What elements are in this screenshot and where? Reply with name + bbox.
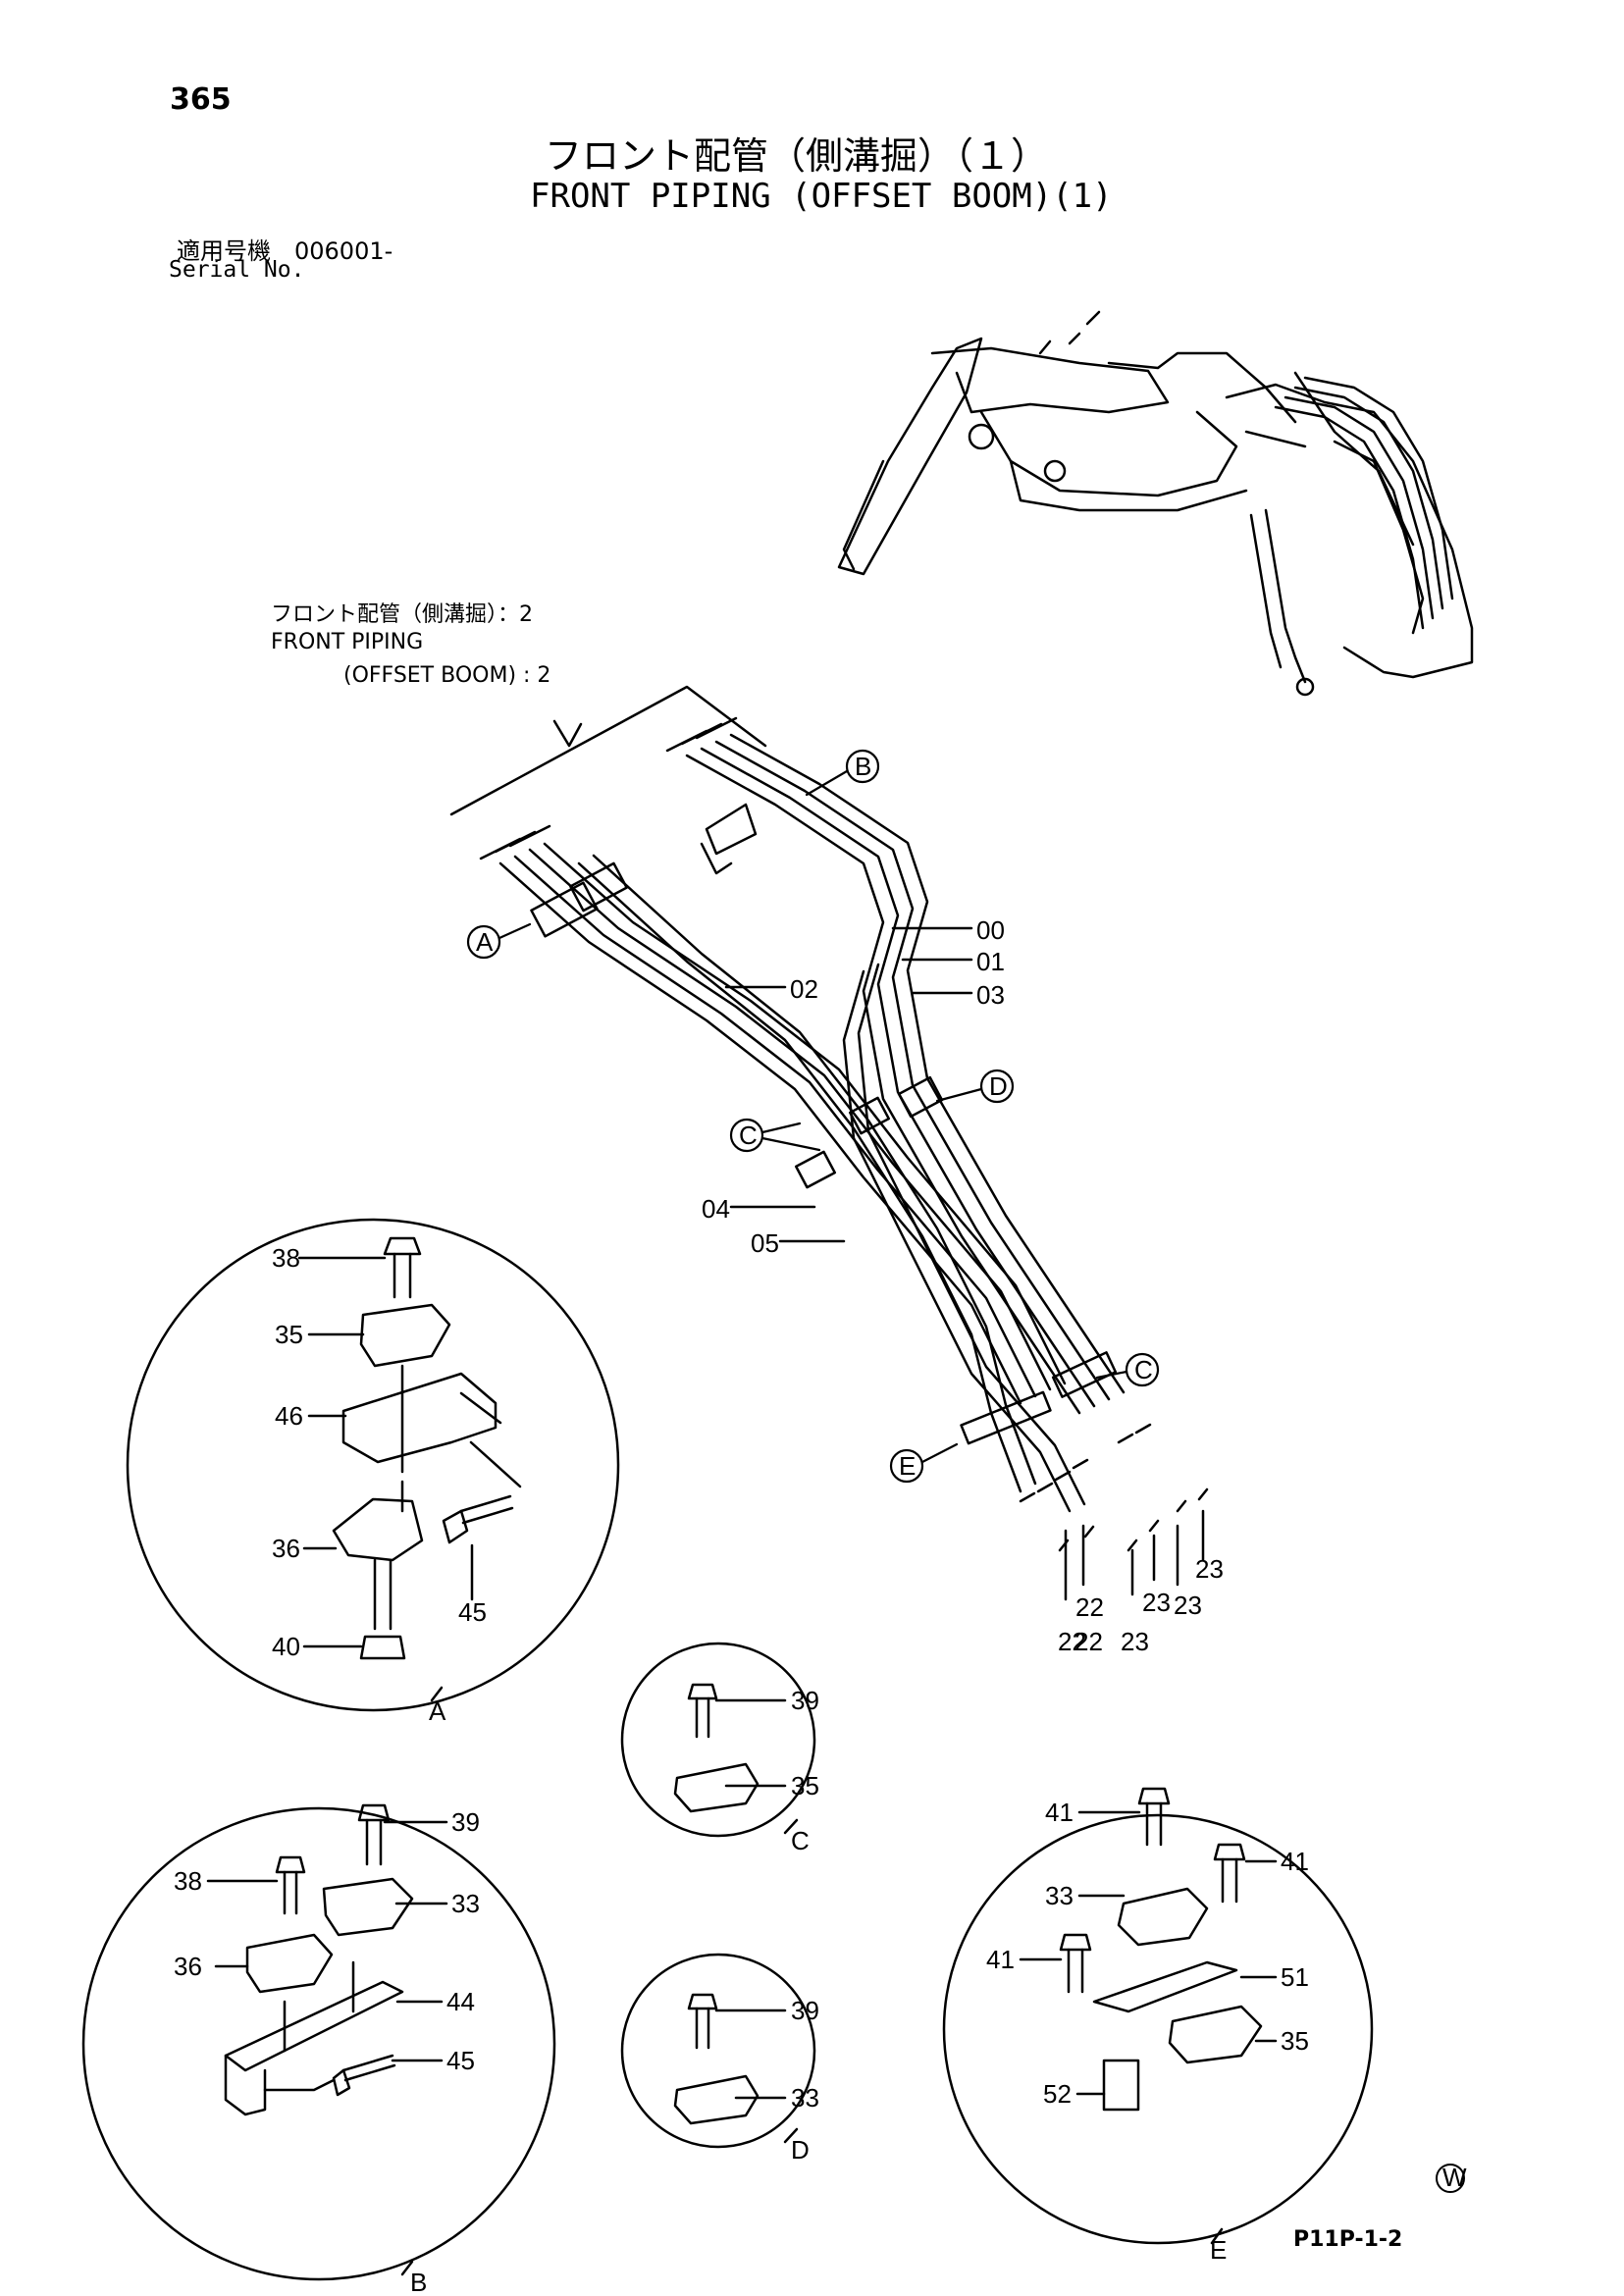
- page-title-japanese: フロント配管（側溝掘）（１）: [545, 134, 1049, 178]
- detail-e-label: E: [1210, 2235, 1227, 2265]
- detail-b-part-44: 44: [446, 1987, 475, 2016]
- fitting-label-23: 23: [1195, 1554, 1224, 1584]
- detail-d-label: D: [791, 2135, 810, 2165]
- pipe-label-05: 05: [751, 1228, 779, 1258]
- detail-b-part-33: 33: [451, 1889, 480, 1918]
- detail-b-circle: [81, 1803, 556, 2281]
- reference-arrow: [449, 685, 767, 816]
- callout-a-label: A: [476, 927, 494, 957]
- detail-d-part-33: 33: [791, 2083, 819, 2113]
- fitting-label-23: 23: [1121, 1627, 1149, 1656]
- detail-b-part-39: 39: [451, 1807, 480, 1837]
- fitting-label-22: 22: [1075, 1592, 1104, 1622]
- page-title-english: FRONT PIPING (OFFSET BOOM)(1): [530, 177, 1113, 216]
- detail-e-part-33: 33: [1045, 1881, 1074, 1910]
- detail-a-part-40: 40: [272, 1632, 300, 1661]
- callout-circles: [466, 749, 1160, 1484]
- reference-note-japanese: フロント配管（側溝掘）：2: [271, 602, 533, 627]
- detail-e-part-41: 41: [1045, 1798, 1074, 1827]
- pipe-label-01: 01: [976, 947, 1005, 976]
- fitting-label-23: 23: [1174, 1591, 1202, 1620]
- detail-a-circle: [126, 1218, 620, 1712]
- detail-a-part-36: 36: [272, 1534, 300, 1563]
- detail-b-part-38: 38: [174, 1866, 202, 1896]
- drawing-code: P11P-1-2: [1293, 2227, 1403, 2252]
- page-number: 365: [170, 82, 232, 117]
- callout-d-label: D: [989, 1071, 1008, 1101]
- detail-a-part-46: 46: [275, 1401, 303, 1431]
- serial-number-japanese: 適用号機 006001-: [177, 237, 393, 265]
- pipe-assembly: [479, 716, 1209, 1601]
- reference-note-line1: FRONT PIPING: [271, 630, 424, 654]
- detail-a-part-38: 38: [272, 1243, 300, 1273]
- w-mark: W: [1442, 2163, 1467, 2192]
- detail-e-part-52: 52: [1043, 2079, 1072, 2109]
- detail-c-part-35: 35: [791, 1771, 819, 1800]
- detail-e-part-41: 41: [1281, 1847, 1309, 1876]
- callout-e-label: E: [899, 1451, 916, 1481]
- pipe-label-02: 02: [790, 974, 818, 1004]
- pipe-label-00: 00: [976, 915, 1005, 945]
- detail-a-part-35: 35: [275, 1320, 303, 1349]
- fitting-label-23: 23: [1142, 1588, 1171, 1617]
- fitting-label-22: 22: [1058, 1627, 1086, 1656]
- detail-c-label: C: [791, 1826, 810, 1855]
- excavator-boom-overview: [837, 310, 1474, 697]
- callout-c-label-lower: C: [1134, 1355, 1153, 1384]
- detail-b-part-36: 36: [174, 1952, 202, 1981]
- detail-b-part-45: 45: [446, 2046, 475, 2075]
- detail-c-circle: [620, 1642, 816, 1838]
- detail-e-part-41: 41: [986, 1945, 1015, 1974]
- pipe-label-04: 04: [702, 1194, 730, 1224]
- pipe-label-03: 03: [976, 980, 1005, 1010]
- callout-b-label: B: [855, 752, 871, 781]
- detail-c-part-39: 39: [791, 1686, 819, 1715]
- serial-number-label: Serial No.: [169, 257, 305, 283]
- detail-b-label: B: [410, 2268, 427, 2296]
- detail-e-part-51: 51: [1281, 1962, 1309, 1992]
- detail-e-part-35: 35: [1281, 2026, 1309, 2056]
- reference-note-line2: (OFFSET BOOM) : 2: [343, 663, 551, 688]
- detail-a-part-45: 45: [458, 1597, 487, 1627]
- detail-e-circle: [942, 1787, 1374, 2245]
- detail-d-part-39: 39: [791, 1996, 819, 2025]
- detail-a-label: A: [429, 1696, 446, 1726]
- callout-c-label-upper: C: [739, 1121, 758, 1150]
- detail-d-circle: [620, 1953, 816, 2149]
- fitting-label-22: 22: [1074, 1627, 1103, 1656]
